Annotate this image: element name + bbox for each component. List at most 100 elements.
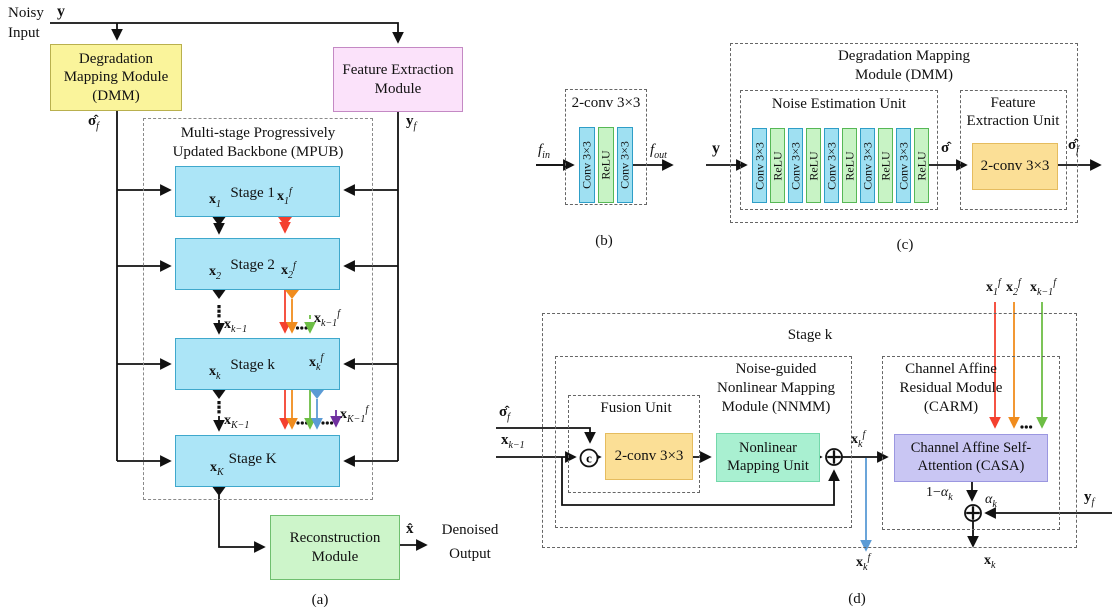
carm-title-line2: Residual Module [899,380,1003,396]
mpub-title-line2: Updated Backbone (MPUB) [172,144,344,160]
x1f-top-label: x1f [986,277,1001,298]
neu-title: Noise Estimation Unit [771,96,907,112]
stage-1-box: Stage 1 x1 x1f [175,166,340,217]
dmm-module-box: Degradation Mapping Module (DMM) [50,44,182,111]
xkf-label: xkf [309,352,324,373]
x-km1-f-label: xk−1f [314,308,340,329]
x-hat-label: x̂ [406,521,414,537]
neu-relu-2: ReLU [806,128,821,203]
denoised-output-line2: Output [449,546,491,562]
conv-layer-1: Conv 3×3 [579,127,595,203]
feu-two-conv-box: 2-conv 3×3 [972,143,1058,190]
feu-title-line2: Extraction Unit [966,113,1060,129]
fusion-unit-title: Fusion Unit [600,400,672,416]
two-conv-title: 2-conv 3×3 [571,95,641,111]
casa-line1: Channel Affine Self- [910,440,1032,457]
add-operator-nnmm [825,448,843,466]
stage-K-title: Stage K [228,451,277,467]
xkm1f-top-label: xk−1f [1030,277,1056,298]
dmm-line1: Degradation [78,51,154,68]
recon-line1: Reconstruction [289,530,381,547]
relu-layer: ReLU [598,127,614,203]
neu-relu-4: ReLU [878,128,893,203]
neu-relu-1: ReLU [770,128,785,203]
noisy-input-label-line1: Noisy [8,5,44,21]
x-k-out-label: xk [984,553,996,571]
neu-conv-2: Conv 3×3 [788,128,803,203]
feu-title-line1: Feature [990,95,1036,111]
dmm-line3: (DMM) [92,87,140,104]
dmm-dashed-box [730,43,1078,223]
stage-2-title: Stage 2 [230,257,275,273]
xk-label: xk [209,364,221,382]
reconstruction-module-box: Reconstruction Module [270,515,400,580]
x-Km1-label: xK−1 [224,413,250,431]
mpub-dashed-box [143,118,373,500]
sigma-f-label: σ̂f [88,113,99,132]
x1-label: x1 [209,192,221,210]
x2-label: x2 [209,264,221,282]
carm-dashed-box [882,356,1060,530]
y-f-d-label: yf [1084,489,1095,508]
f-out-label: fout [650,142,667,161]
x-km1-label: xk−1 [224,317,248,335]
nnmm-title-line1: Noise-guided [735,361,817,377]
recon-line2: Module [311,548,359,565]
nnmm-title-line2: Nonlinear Mapping [717,380,835,396]
xK-label: xK [210,460,224,478]
alpha-label: αk [985,492,997,510]
mpub-title-line1: Multi-stage Progressively [180,125,336,141]
stage-k-box: Stage k xk xkf [175,338,340,390]
fem-line2: Module [374,80,422,97]
fusion-unit-dashed-box [568,395,700,493]
fem-line1: Feature Extraction [342,62,454,79]
stage-1-title: Stage 1 [230,185,275,201]
caption-a: (a) [311,592,329,608]
stage-k-dashed-box [542,313,1077,548]
neu-relu-3: ReLU [842,128,857,203]
sigma-label: σ̂ [941,140,950,156]
fusion-two-conv-box: 2-conv 3×3 [605,433,693,480]
neu-conv-1: Conv 3×3 [752,128,767,203]
fusion-two-conv-label: 2-conv 3×3 [614,448,684,465]
feature-extraction-unit-box [960,90,1067,210]
carm-title-line1: Channel Affine [905,361,997,377]
stage-2-box: Stage 2 x2 x2f [175,238,340,290]
sigma-f-d-label: σ̂f [499,404,510,423]
noisy-input-label-line2: Input [8,25,40,41]
denoised-output-line1: Denoised [441,522,499,538]
neu-conv-4: Conv 3×3 [860,128,875,203]
add-operator-output [964,504,982,522]
nnmm-dashed-box [555,356,852,528]
y-input-c-label: y [712,140,720,157]
neu-relu-5: ReLU [914,128,929,203]
neu-conv-3: Conv 3×3 [824,128,839,203]
carm-title-line3: (CARM) [923,399,979,415]
conv-layer-2: Conv 3×3 [617,127,633,203]
caption-c: (c) [896,237,914,253]
nnmm-title-line3: Module (NNMM) [721,399,831,415]
nmu-line2: Mapping Unit [727,457,809,474]
casa-line2: Attention (CASA) [917,458,1025,474]
caption-d: (d) [848,591,866,607]
y-f-label: yf [406,113,417,132]
x-k-f-mid-label: xkf [851,429,866,450]
noise-estimation-unit-box [740,90,938,210]
dmm-line2: Mapping Module [63,69,169,86]
dmm-c-title-line2: Module (DMM) [855,67,953,83]
concat-operator: c [579,448,599,468]
stage-K-box: Stage K xK [175,435,340,487]
f-in-label: fin [538,142,550,161]
x2f-label: x2f [281,260,296,281]
caption-b: (b) [595,233,613,249]
x-Km1-f-label: xK−1f [340,404,369,425]
x2f-top-label: x2f [1006,277,1021,298]
sigma-f-c-label: σ̂f [1068,137,1079,156]
x1f-label: x1f [277,186,292,207]
neu-conv-5: Conv 3×3 [896,128,911,203]
svg-text:c: c [586,451,592,466]
dmm-c-title-line1: Degradation Mapping [837,48,971,64]
x-k-f-out-label: xkf [856,552,871,573]
nonlinear-mapping-unit-box: Nonlinear Mapping Unit [716,433,820,482]
